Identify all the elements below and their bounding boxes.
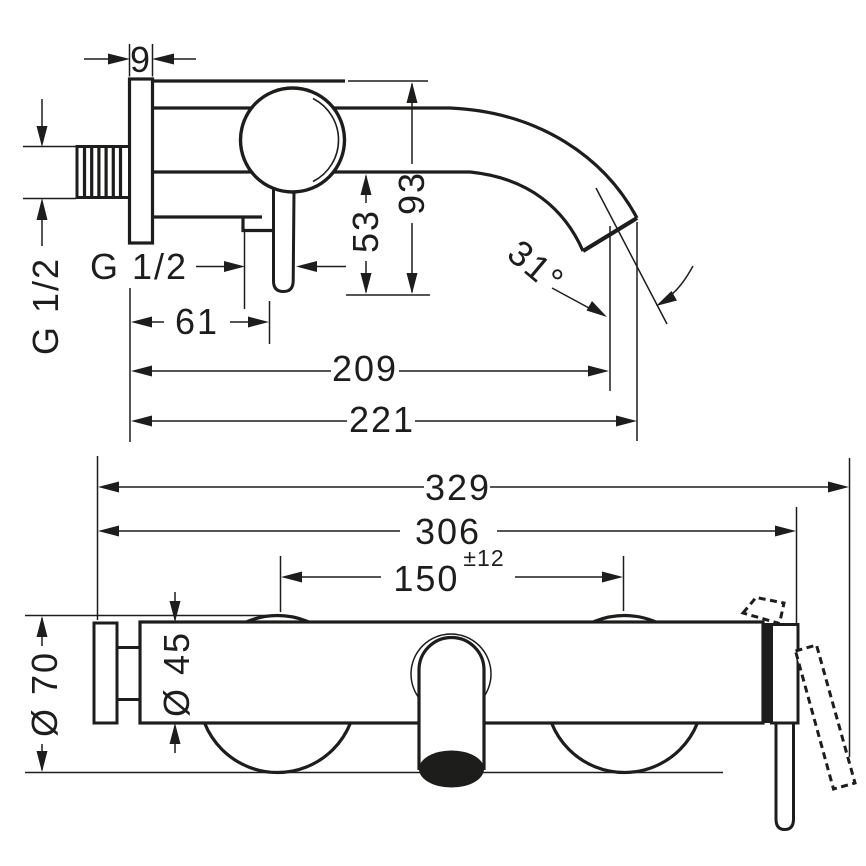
lever-front [774,721,795,832]
spout-cylinder [417,635,486,770]
lever-swing-positions [740,595,857,791]
shower-outlet-stub [241,217,273,233]
dim-depth-61: 61 [174,301,220,342]
dim-body-dia: Ø 45 [156,630,197,718]
dim-connection-150: 150±12 [393,547,504,599]
dim-depth-209: 209 [331,348,399,389]
dim-outlet-thread: G 1/2 [89,246,189,287]
wall-plate-side [127,77,155,245]
front-view [25,456,857,832]
lever-up-position-dashed [740,595,786,626]
handle-hub-circle [238,86,347,194]
dim-wall-thread: G 1/2 [25,256,66,356]
dim-depth-221: 221 [348,399,416,440]
side-fixture-outline [152,79,639,252]
lever-side [272,186,296,294]
dim-connection-tolerance: ±12 [463,545,505,571]
spout-bottom-contour [152,170,585,252]
dim-drop-93: 93 [391,170,432,216]
dim-connection-value: 150 [393,558,460,599]
angle-reference-line [595,187,668,325]
spout-opening [419,750,484,788]
spout-top-contour [152,106,639,219]
side-dimension-lines [23,44,694,442]
front-dimension-lines [41,456,851,770]
dim-plate-thickness: 9 [129,39,153,80]
dim-drop-53: 53 [345,208,386,254]
front-dimension-arrows [36,481,849,772]
wall-plate-neck [115,646,142,701]
wall-plate-front [92,621,119,725]
side-dimension-arrows [36,53,677,427]
handle-gap [761,623,772,723]
handle-base [770,623,800,725]
dim-width-329: 329 [424,467,492,508]
thread-nipple-hatch [82,148,123,196]
side-view [23,44,694,442]
lever-out-position-dashed [793,643,857,791]
dim-width-306: 306 [414,511,482,552]
dim-escutcheon-dia: Ø 70 [24,650,65,738]
handle-hub-inner-arc [312,97,340,183]
